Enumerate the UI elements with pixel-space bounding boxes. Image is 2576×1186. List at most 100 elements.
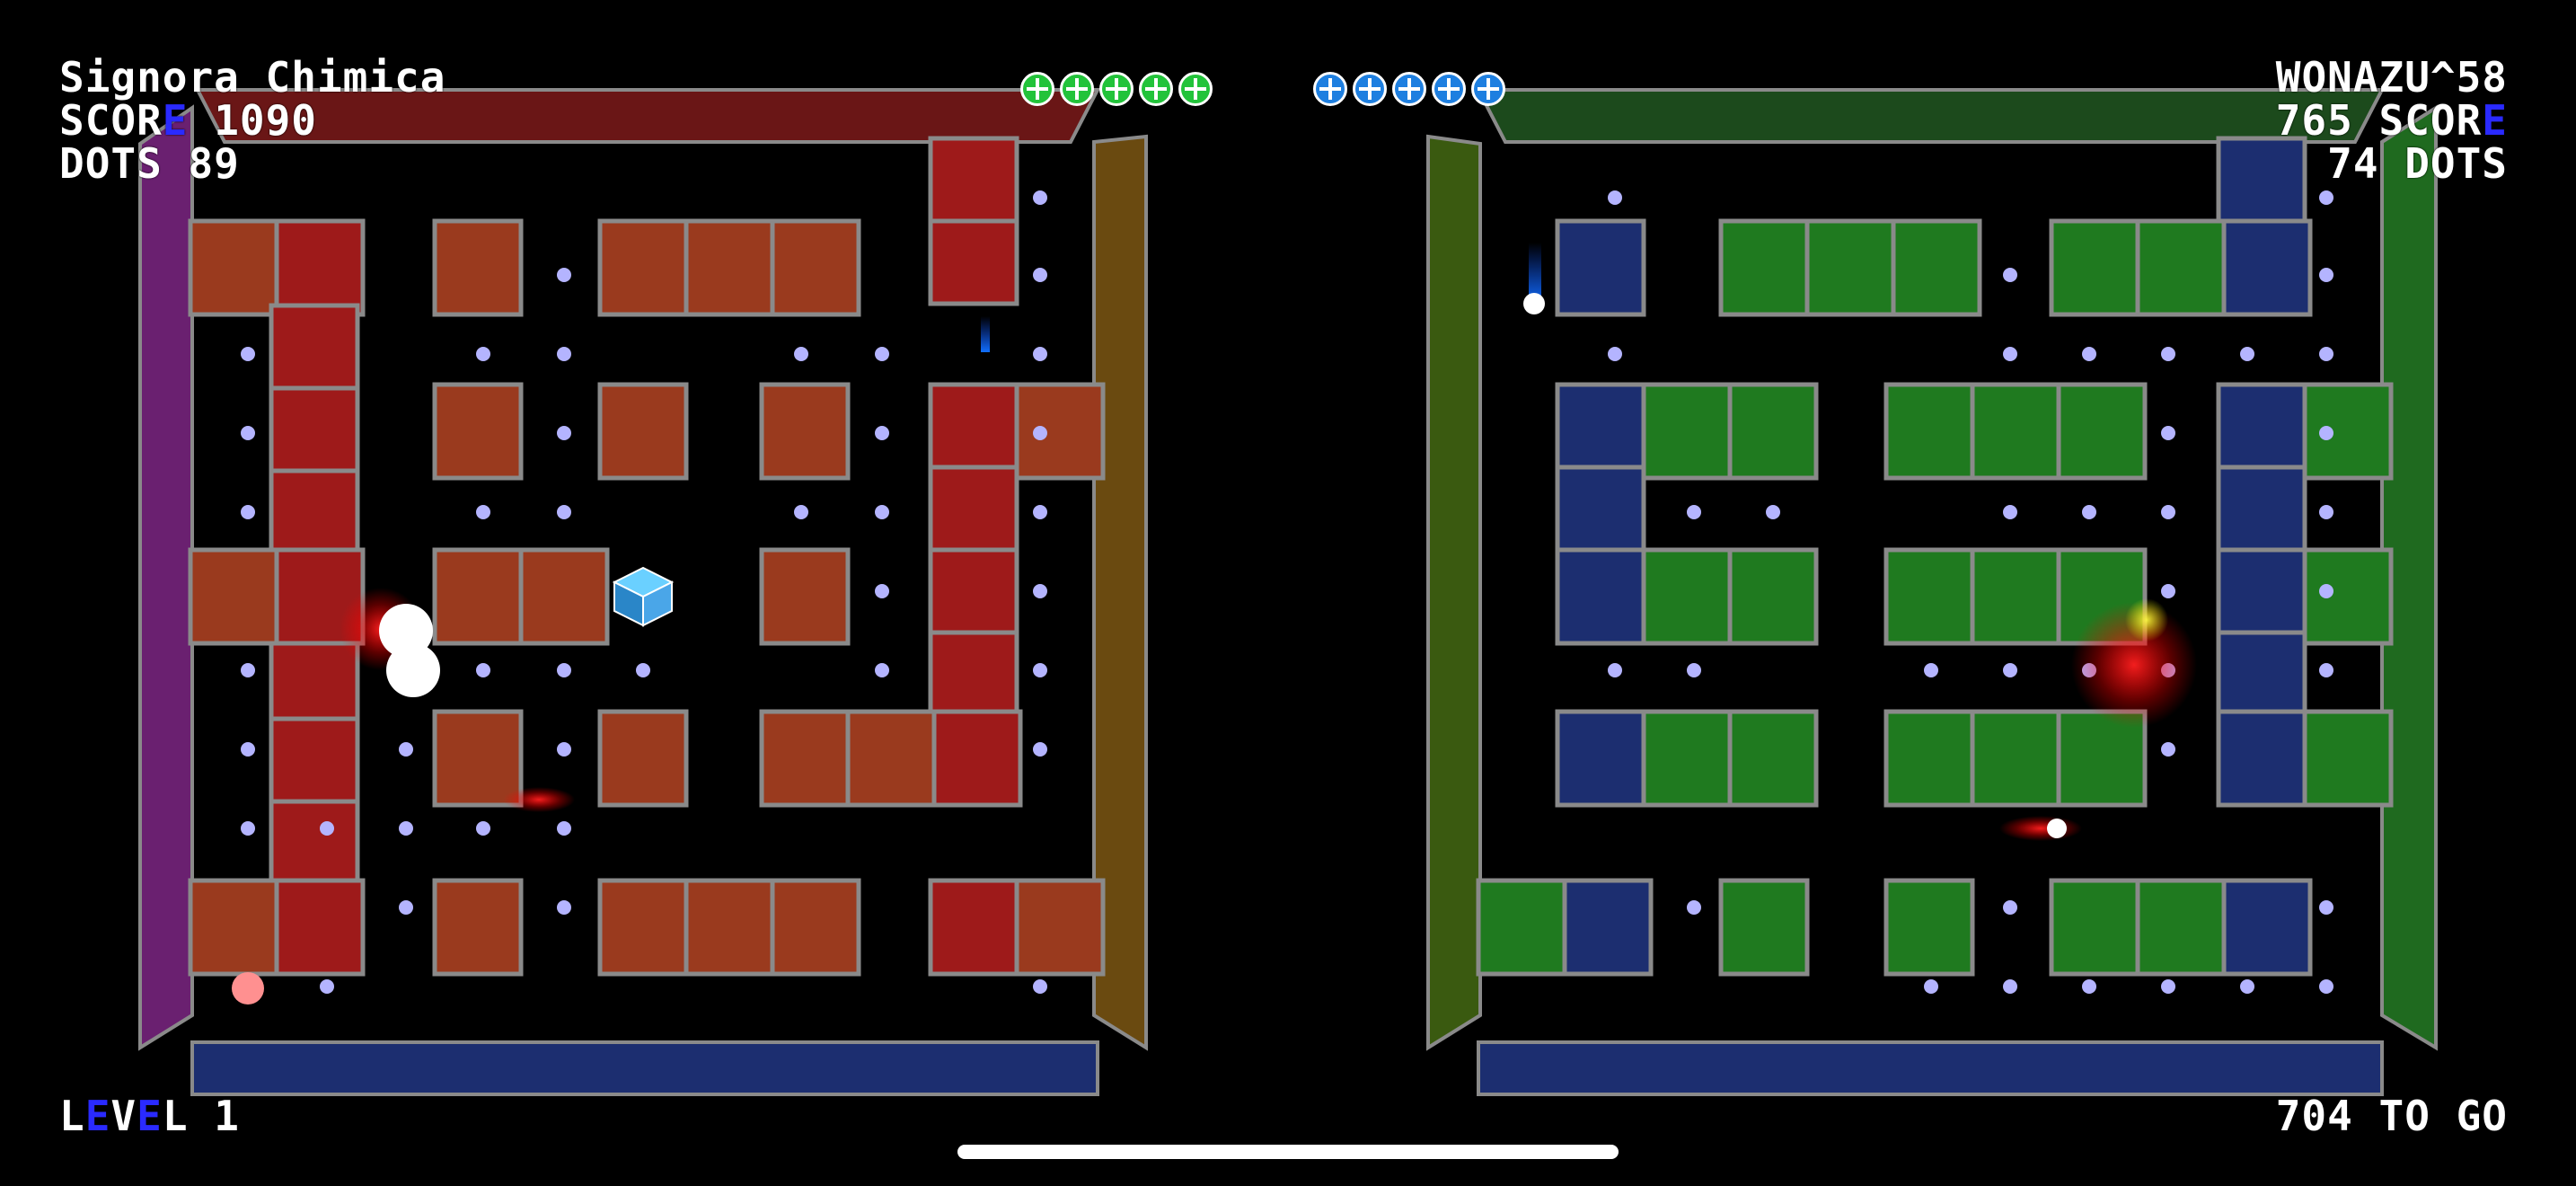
dot (241, 663, 255, 677)
wall-cell (928, 382, 1019, 481)
wall-block (928, 878, 1106, 977)
dot (636, 663, 650, 677)
dots-to-go: 704 TO GO (2276, 1094, 2508, 1137)
dot (1033, 268, 1047, 282)
to-go-count: 704 (2275, 1092, 2353, 1140)
player1-score-line: SCORE 1090 (59, 99, 446, 142)
dot (1766, 505, 1780, 519)
dot (2161, 426, 2175, 440)
wall-block (597, 382, 689, 481)
dot (1033, 190, 1047, 205)
wall-cell (1555, 547, 1646, 646)
wall-cell (759, 709, 851, 808)
dot (2161, 584, 2175, 598)
wall-cell (1014, 382, 1106, 481)
dots-layer (241, 190, 2333, 994)
outer-wall-top (1475, 88, 2386, 144)
wall-cell (928, 878, 1019, 977)
player2-lives (1313, 72, 1505, 106)
wall-cell (269, 799, 360, 887)
dot (241, 742, 255, 757)
wall-block (1555, 547, 1819, 646)
wall-cell (597, 878, 689, 977)
dot (875, 663, 889, 677)
to-go-label: TO GO (2378, 1092, 2508, 1140)
dot (557, 821, 571, 836)
dot (875, 347, 889, 361)
player1-dots: 89 (188, 139, 240, 188)
outer-wall-right (1092, 134, 1148, 1051)
wall-cell (1641, 382, 1733, 481)
home-indicator[interactable] (957, 1145, 1619, 1159)
wall-block (432, 878, 524, 977)
dot (2003, 347, 2017, 361)
wall-cell (684, 878, 775, 977)
wall-cell (1555, 709, 1646, 808)
wall-cell (2135, 218, 2227, 317)
wall-block (1555, 382, 1819, 481)
wall-cell (432, 382, 524, 481)
player1-maze (138, 88, 1148, 1096)
wall-cell (2056, 382, 2148, 481)
dot (476, 663, 490, 677)
dot (875, 505, 889, 519)
wall-cell (2302, 547, 2394, 646)
dot (2003, 663, 2017, 677)
dot (2003, 505, 2017, 519)
dot (1033, 663, 1047, 677)
ghost-icon (1529, 243, 1541, 305)
wall-cell (2302, 382, 2394, 481)
dot (1033, 347, 1047, 361)
wall-block (432, 218, 524, 317)
wall-block (597, 878, 861, 977)
dot (2319, 426, 2333, 440)
dot (1033, 505, 1047, 519)
dot (1687, 900, 1701, 915)
dot (2319, 663, 2333, 677)
wall-cell (928, 630, 1019, 718)
dot (2240, 347, 2254, 361)
dot (1924, 663, 1938, 677)
wall-cell (269, 468, 360, 556)
wall-cell (274, 218, 366, 317)
dot (2082, 347, 2096, 361)
player1-hud: Signora Chimica SCORE 1090 DOTS 89 (59, 56, 446, 185)
wall-cell (931, 709, 1023, 808)
life-icon (1020, 72, 1054, 106)
wall-cell (1883, 547, 1975, 646)
wall-cell (2135, 878, 2227, 977)
player2-score: 765 (2275, 96, 2353, 145)
wall-cell (1555, 465, 1646, 563)
wall-cell (1883, 709, 1975, 808)
cube-powerup-icon (612, 566, 675, 627)
player2-pacman (1523, 293, 1545, 314)
wall-cell (1970, 382, 2061, 481)
wall-cell (2216, 709, 2307, 808)
wall-cell (2056, 709, 2148, 808)
wall-cell (2216, 465, 2307, 553)
wall-cell (1641, 709, 1733, 808)
wall-cell (770, 218, 861, 317)
player2-name: WONAZU^58 (2275, 53, 2508, 102)
dot (2319, 505, 2333, 519)
wall-cell (597, 709, 689, 808)
wall-block (928, 136, 1019, 306)
wall-block (1555, 465, 1646, 563)
wall-block (2302, 382, 2394, 481)
wall-cell (518, 547, 610, 646)
wall-block (2049, 878, 2313, 977)
wall-block (1555, 218, 1646, 317)
wall-cell (759, 382, 851, 481)
dot (2161, 505, 2175, 519)
player2-hud: WONAZU^58 765 SCORE 74 DOTS (2276, 56, 2508, 185)
dot (320, 821, 334, 836)
wall-block (432, 709, 524, 808)
life-icon (1353, 72, 1387, 106)
wall-cell (1555, 382, 1646, 481)
dot (2082, 505, 2096, 519)
dot (2319, 347, 2333, 361)
wall-cell (1883, 382, 1975, 481)
wall-cell (597, 382, 689, 481)
wall-cell (1804, 218, 1896, 317)
player1-score-label: SCORE (59, 96, 189, 145)
